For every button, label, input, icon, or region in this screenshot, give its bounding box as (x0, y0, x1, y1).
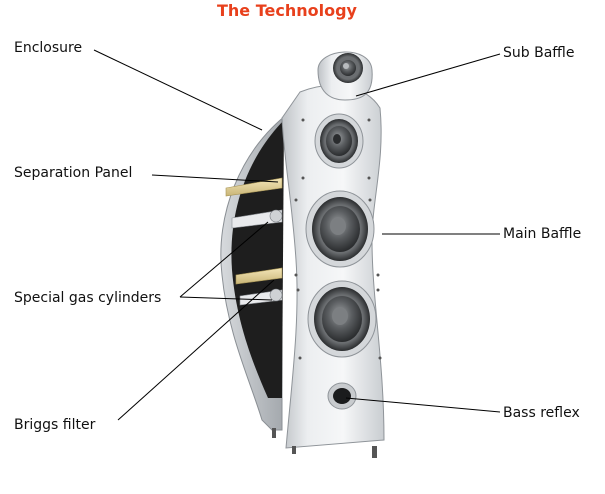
label-enclosure: Enclosure (14, 40, 83, 56)
bass-reflex-port (327, 382, 357, 410)
leader-gas-cylinders-a (179, 221, 269, 298)
leader-briggs-filter (117, 279, 275, 421)
woofer-upper (305, 190, 375, 268)
diagram-title: The Technology (217, 1, 357, 20)
label-bass-reflex: Bass reflex (503, 405, 580, 421)
label-sub-baffle: Sub Baffle (503, 45, 575, 61)
speaker-feet (272, 428, 377, 458)
leader-separation-panel (151, 174, 279, 183)
leader-enclosure (93, 49, 263, 131)
mid-driver (314, 113, 364, 169)
leader-bass-reflex (345, 397, 501, 413)
sub-baffle-pod (317, 51, 373, 101)
leader-gas-cylinders-b (179, 296, 273, 301)
label-special-gas-cylinders: Special gas cylinders (14, 290, 162, 306)
label-briggs-filter: Briggs filter (14, 417, 96, 433)
leader-lines (93, 49, 501, 421)
label-separation-panel: Separation Panel (14, 165, 133, 181)
label-main-baffle: Main Baffle (503, 226, 582, 242)
leader-sub-baffle (355, 53, 501, 97)
woofer-lower (307, 280, 377, 358)
